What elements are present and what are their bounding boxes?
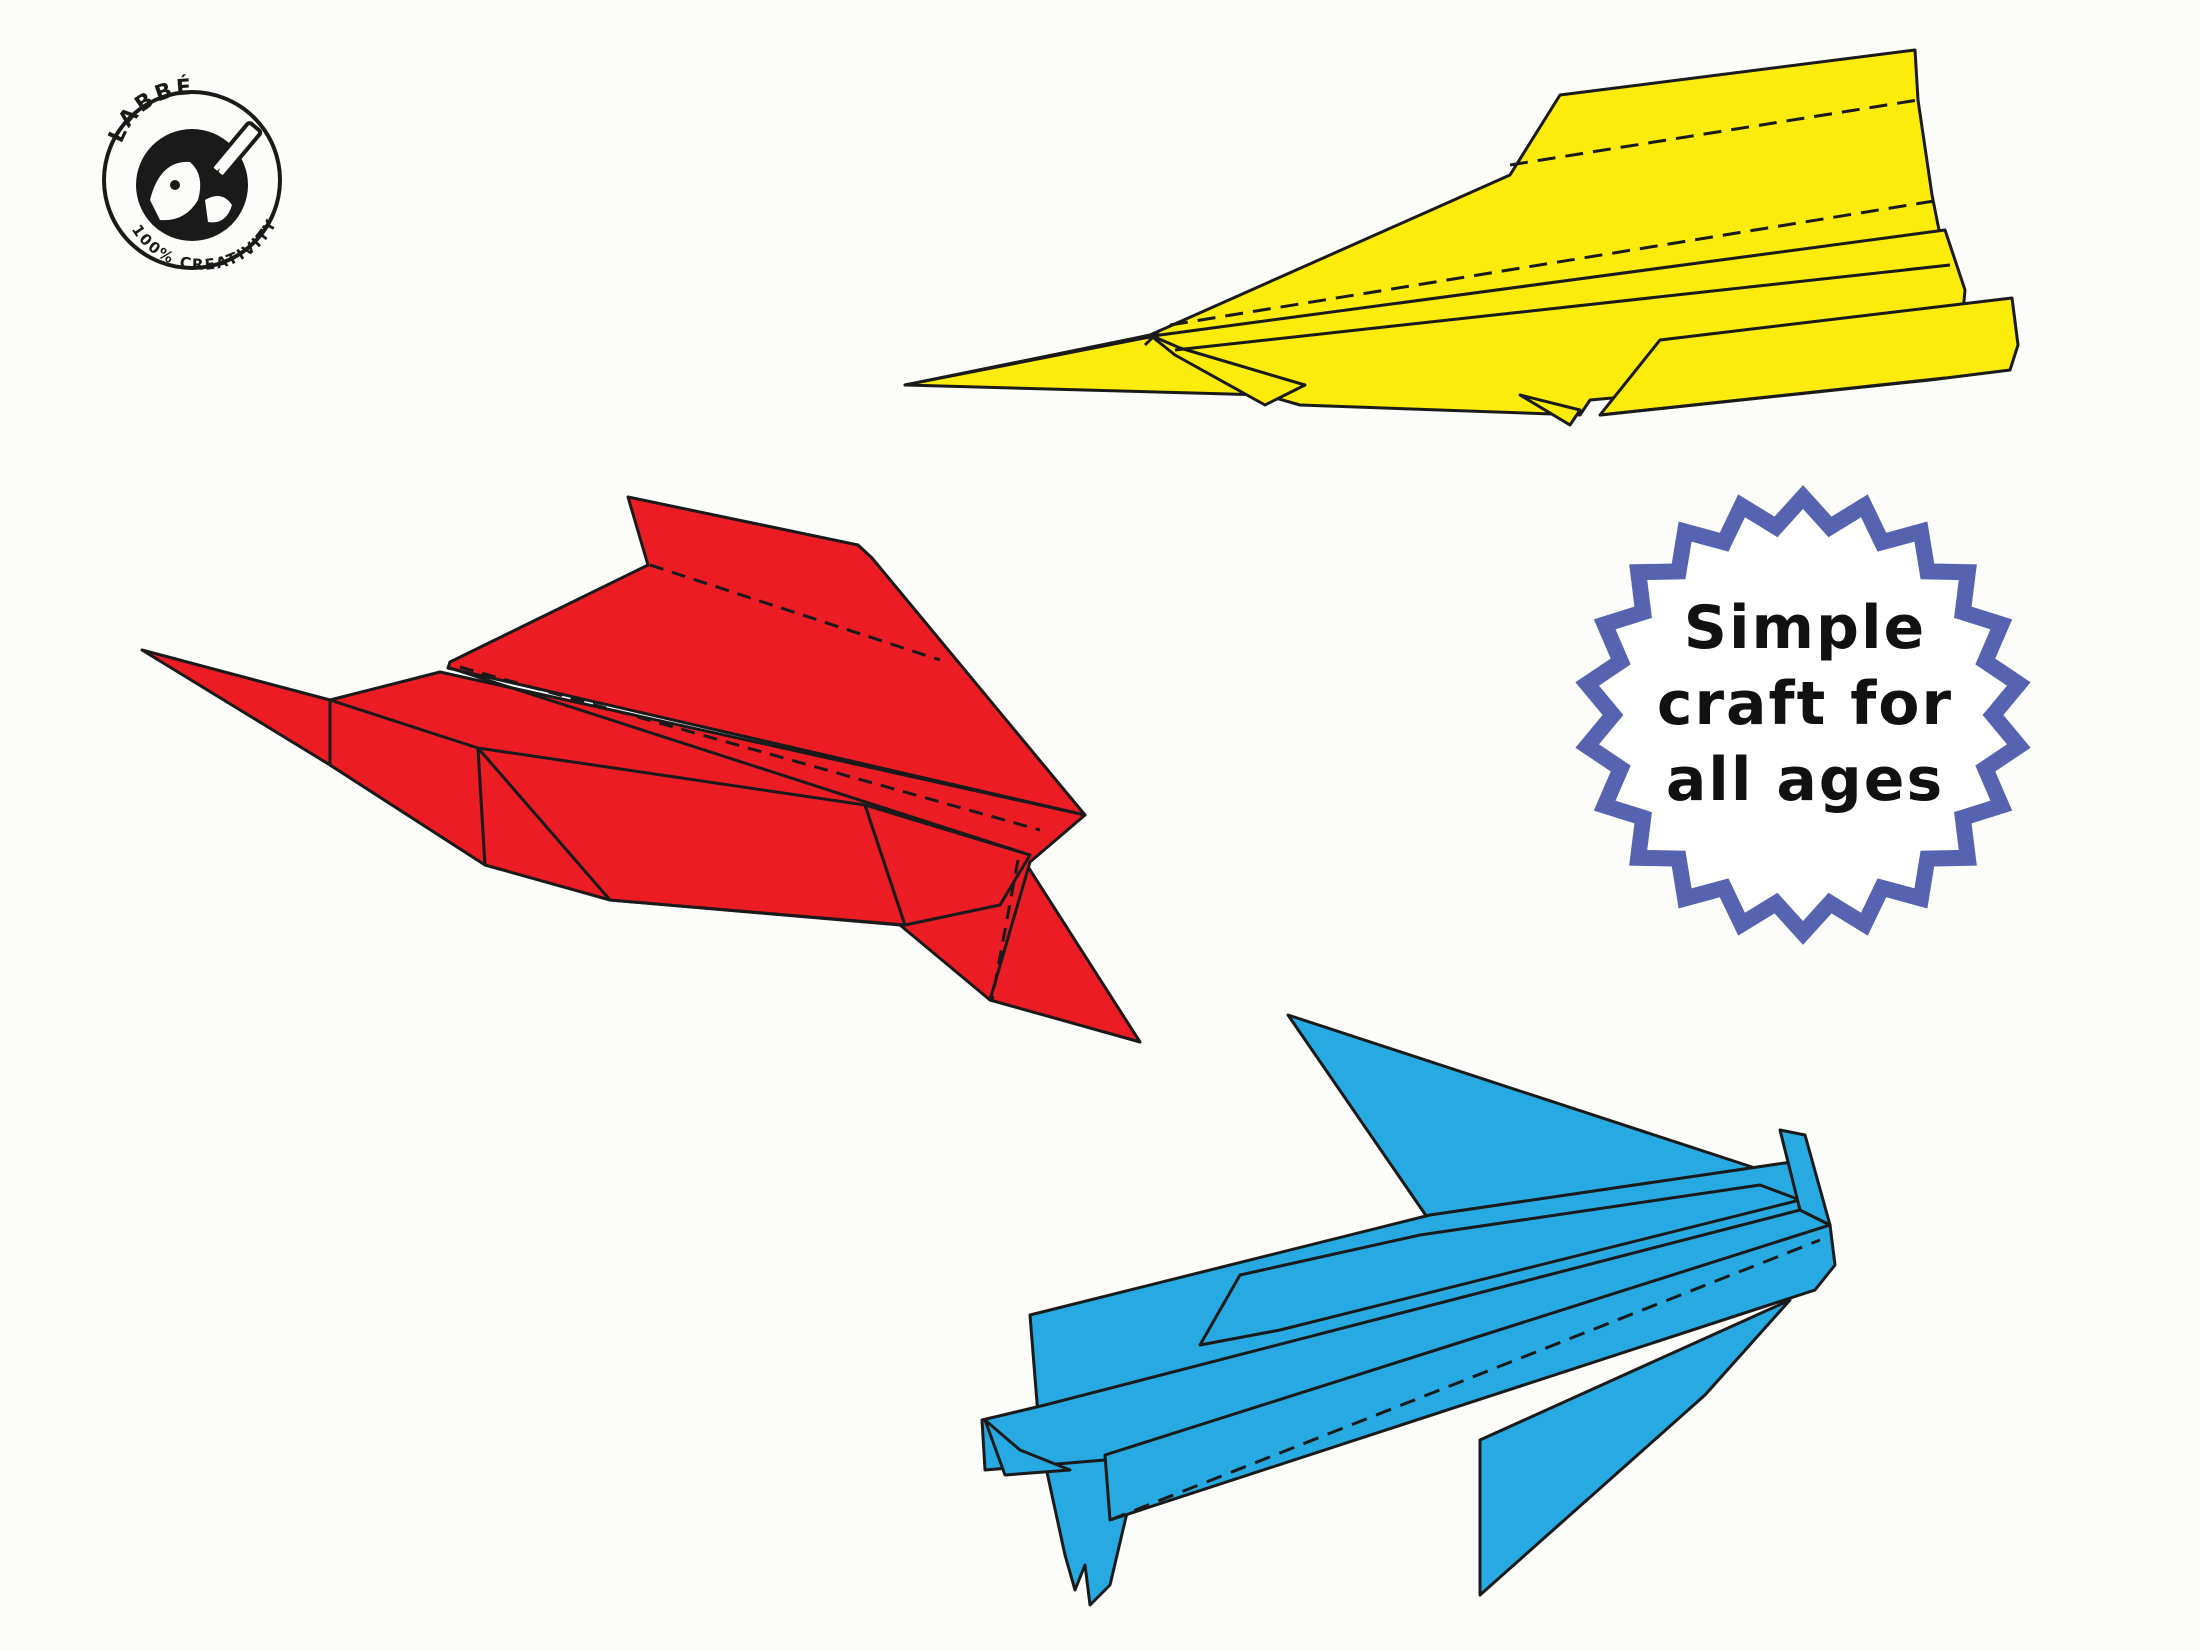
badge-line-3: all ages [1665, 745, 1945, 815]
red-paper-plane [140, 495, 1142, 1044]
badge-line-2: craft for [1656, 669, 1954, 739]
yellow-paper-plane [903, 48, 2020, 427]
badge-line-1: Simple [1683, 593, 1927, 663]
labbe-logo: LABBÉ 100% CREATIVITY [102, 74, 282, 274]
simple-craft-badge [1575, 485, 2031, 945]
pencil-icon [209, 121, 263, 186]
badge-text: Simple craft for all ages [1600, 590, 2010, 818]
blue-paper-plane [980, 1013, 1837, 1607]
